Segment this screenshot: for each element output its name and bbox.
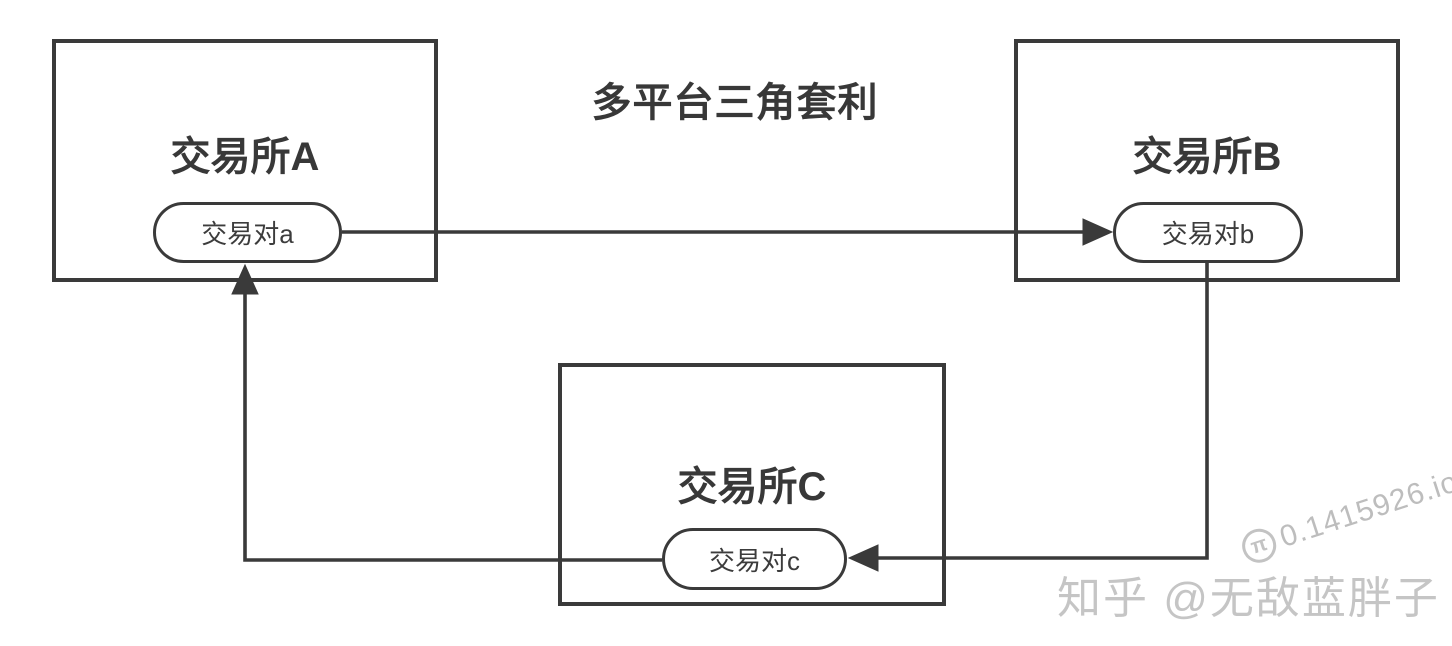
node-exchange-c: 交易所C 交易对c — [558, 363, 946, 606]
node-exchange-b: 交易所B 交易对b — [1014, 39, 1400, 282]
exchange-b-pair-label: 交易对b — [1161, 219, 1255, 249]
exchange-b-label: 交易所B — [1132, 135, 1282, 179]
edge-a-to-b — [342, 218, 1114, 246]
exchange-c-pair-label: 交易对c — [708, 545, 800, 576]
exchange-b-pair-pill: 交易对b — [1113, 202, 1303, 263]
exchange-a-pair-pill: 交易对a — [153, 202, 342, 263]
exchange-c-label: 交易所C — [677, 465, 827, 509]
exchange-a-label: 交易所A — [170, 135, 320, 179]
exchange-a-pair-label: 交易对a — [201, 219, 294, 249]
edge-b-to-c-arrowhead-icon — [847, 544, 879, 572]
node-exchange-a: 交易所A 交易对a — [52, 39, 438, 282]
edge-b-to-c-line — [878, 263, 1209, 560]
edge-b-to-c — [847, 263, 1209, 572]
edge-c-to-a-line — [243, 294, 662, 562]
diagram-title: 多平台三角套利 — [591, 81, 879, 125]
edge-a-to-b-arrowhead-icon — [1082, 218, 1114, 246]
exchange-c-pair-pill: 交易对c — [662, 528, 847, 590]
